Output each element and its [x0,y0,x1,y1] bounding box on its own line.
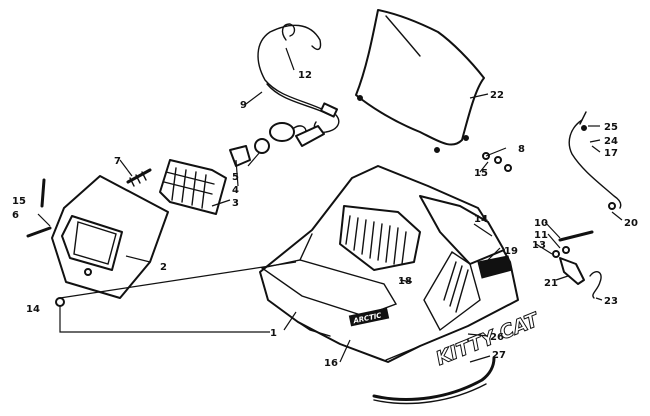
callout-2: 2 [160,262,167,273]
control-cable [568,111,622,210]
screws-left [26,178,52,238]
callout-17: 17 [604,148,618,159]
leader-lines [37,47,623,363]
callout-18: 18 [398,276,412,287]
socket-bracket [295,125,325,147]
callout-14-right: 14 [474,214,488,225]
callout-19: 19 [504,246,518,257]
callout-14-left: 14 [26,304,40,315]
latch-assembly [552,230,602,299]
callout-15-left: 15 [12,196,26,207]
callout-8: 8 [518,144,525,155]
fasteners-8 [482,152,512,172]
callout-26: 26 [490,332,504,343]
headlight-housing [159,159,227,215]
callout-11: 11 [534,230,548,241]
callout-27: 27 [492,350,506,361]
callout-16: 16 [324,358,338,369]
callout-1: 1 [270,328,277,339]
bulb-assembly [229,122,307,167]
callout-12: 12 [298,70,312,81]
screw-7 [126,168,152,187]
callout-9: 9 [240,100,247,111]
callout-25: 25 [604,122,618,133]
callout-22: 22 [490,90,504,101]
trim-strip [372,356,496,405]
callout-labels: 1 2 3 4 5 6 7 8 9 10 11 12 13 14 14 15 1… [12,70,638,369]
callout-23: 23 [604,296,618,307]
callout-3: 3 [232,198,239,209]
callout-24: 24 [604,136,618,147]
washer-14 [55,297,65,307]
callout-7: 7 [114,156,121,167]
headlight-bezel [51,175,169,299]
callout-4: 4 [232,185,239,196]
callout-5: 5 [232,172,239,183]
callout-13: 13 [532,240,546,251]
windshield [355,9,485,153]
hood [259,165,519,363]
callout-6: 6 [12,210,19,221]
callout-20: 20 [624,218,638,229]
callout-15-right: 15 [474,168,488,179]
callout-10: 10 [534,218,548,229]
callout-21: 21 [544,278,558,289]
